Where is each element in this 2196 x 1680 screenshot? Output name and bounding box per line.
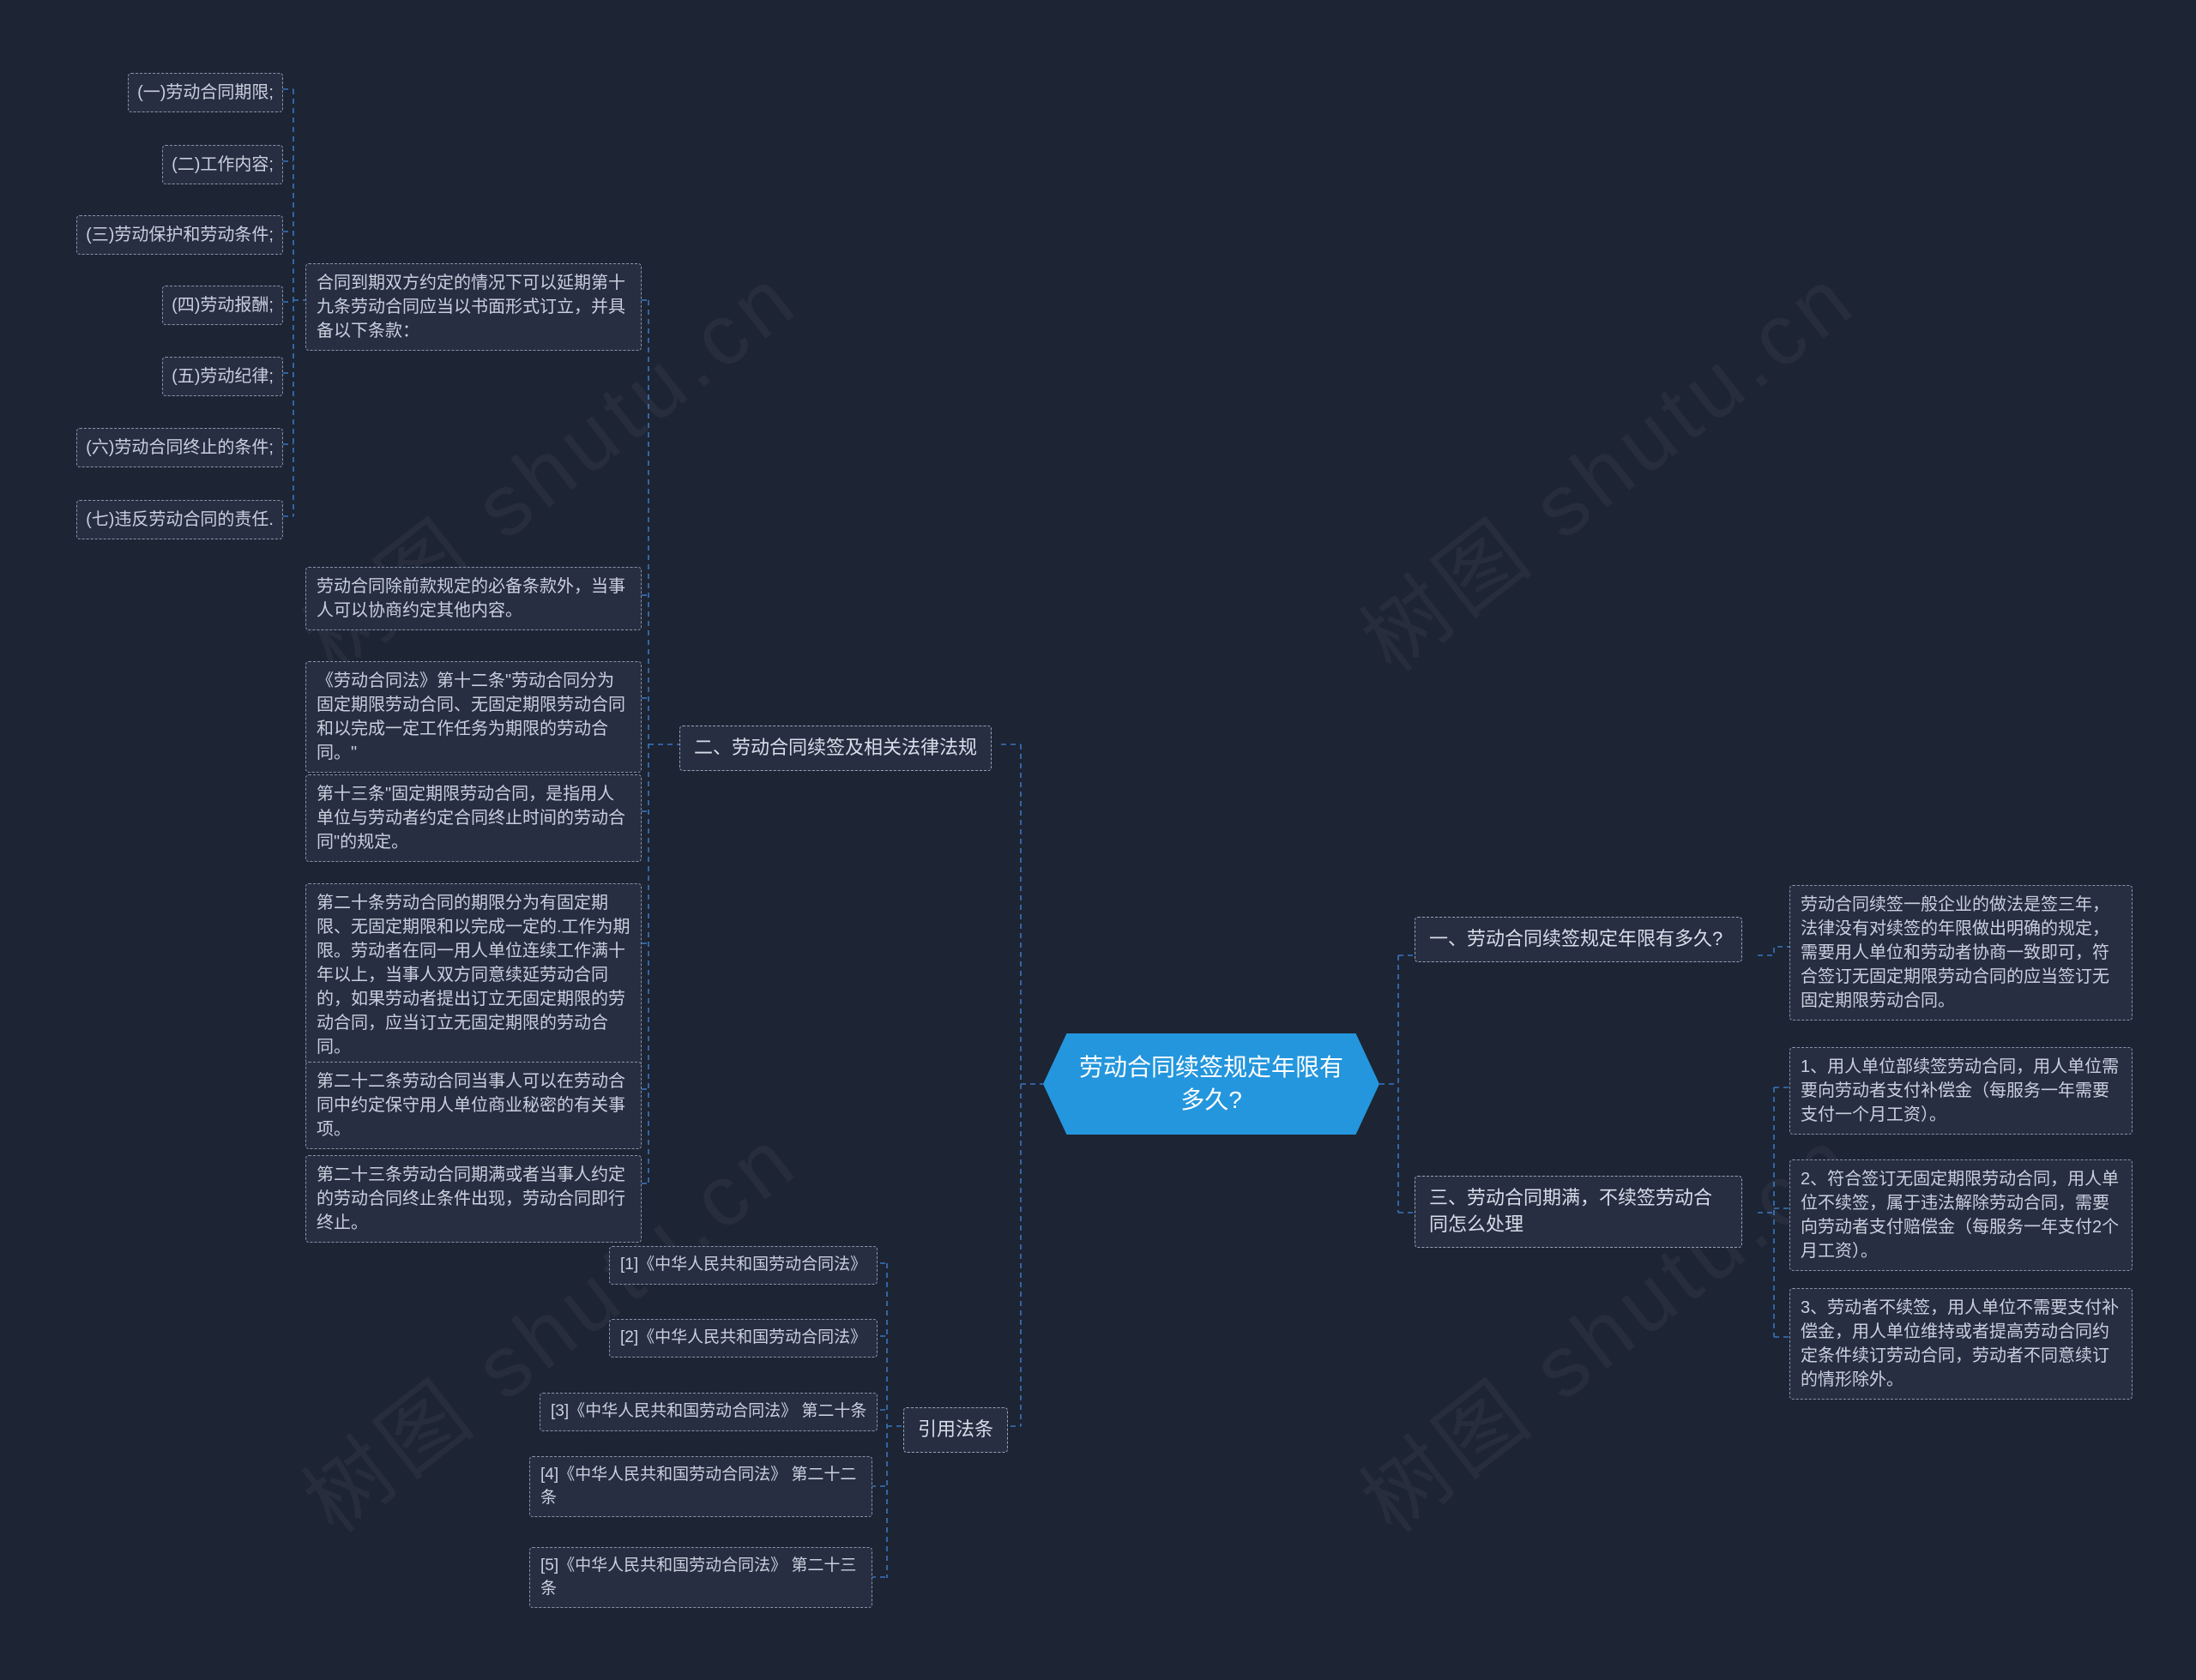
node-q1-answer[interactable]: 劳动合同续签一般企业的做法是签三年，法律没有对续签的年限做出明确的规定，需要用人… [1789,885,2133,1021]
node-citation-3[interactable]: [3]《中华人民共和国劳动合同法》 第二十条 [540,1393,878,1431]
node-clause-6[interactable]: (六)劳动合同终止的条件; [76,428,283,467]
node-citation-1[interactable]: [1]《中华人民共和国劳动合同法》 [609,1246,878,1285]
node-note-article-20[interactable]: 第二十条劳动合同的期限分为有固定期限、无固定期限和以完成一定的.工作为期限。劳动… [305,883,642,1067]
node-citation-4[interactable]: [4]《中华人民共和国劳动合同法》 第二十二条 [529,1456,872,1518]
node-note-article-13[interactable]: 第十三条"固定期限劳动合同，是指用人单位与劳动者约定合同终止时间的劳动合同"的规… [305,774,642,862]
node-citation-2[interactable]: [2]《中华人民共和国劳动合同法》 [609,1319,878,1358]
node-center-topic[interactable]: 劳动合同续签规定年限有多久? [1043,1033,1379,1135]
node-clause-7[interactable]: (七)违反劳动合同的责任. [76,500,283,539]
node-clause-3[interactable]: (三)劳动保护和劳动条件; [76,215,283,255]
node-clause-4[interactable]: (四)劳动报酬; [162,286,283,325]
watermark: 树图 shutu.cn [1345,247,1873,690]
node-clause-1[interactable]: (一)劳动合同期限; [128,73,283,112]
node-q3-answer-3[interactable]: 3、劳动者不续签，用人单位不需要支付补偿金，用人单位维持或者提高劳动合同约定条件… [1789,1288,2133,1400]
node-note-article-23[interactable]: 第二十三条劳动合同期满或者当事人约定的劳动合同终止条件出现，劳动合同即行终止。 [305,1155,642,1243]
node-note-article-22[interactable]: 第二十二条劳动合同当事人可以在劳动合同中约定保守用人单位商业秘密的有关事项。 [305,1062,642,1149]
node-q3-answer-2[interactable]: 2、符合签订无固定期限劳动合同，用人单位不续签，属于违法解除劳动合同，需要向劳动… [1789,1159,2133,1271]
node-q1-title[interactable]: 一、劳动合同续签规定年限有多久? [1415,917,1742,962]
node-note-optional-terms[interactable]: 劳动合同除前款规定的必备条款外，当事人可以协商约定其他内容。 [305,567,642,630]
node-note-renewal-clause[interactable]: 合同到期双方约定的情况下可以延期第十九条劳动合同应当以书面形式订立，并具备以下条… [305,263,642,351]
node-citation-5[interactable]: [5]《中华人民共和国劳动合同法》 第二十三条 [529,1547,872,1609]
node-q3-answer-1[interactable]: 1、用人单位部续签劳动合同，用人单位需要向劳动者支付补偿金（每服务一年需要支付一… [1789,1047,2133,1135]
node-note-article-12[interactable]: 《劳动合同法》第十二条"劳动合同分为固定期限劳动合同、无固定期限劳动合同和以完成… [305,661,642,773]
node-citations-label[interactable]: 引用法条 [903,1407,1009,1453]
node-clause-5[interactable]: (五)劳动纪律; [162,357,283,396]
node-clause-2[interactable]: (二)工作内容; [162,145,283,184]
node-q3-title[interactable]: 三、劳动合同期满，不续签劳动合同怎么处理 [1415,1176,1742,1248]
node-section-laws[interactable]: 二、劳动合同续签及相关法律法规 [679,726,992,771]
